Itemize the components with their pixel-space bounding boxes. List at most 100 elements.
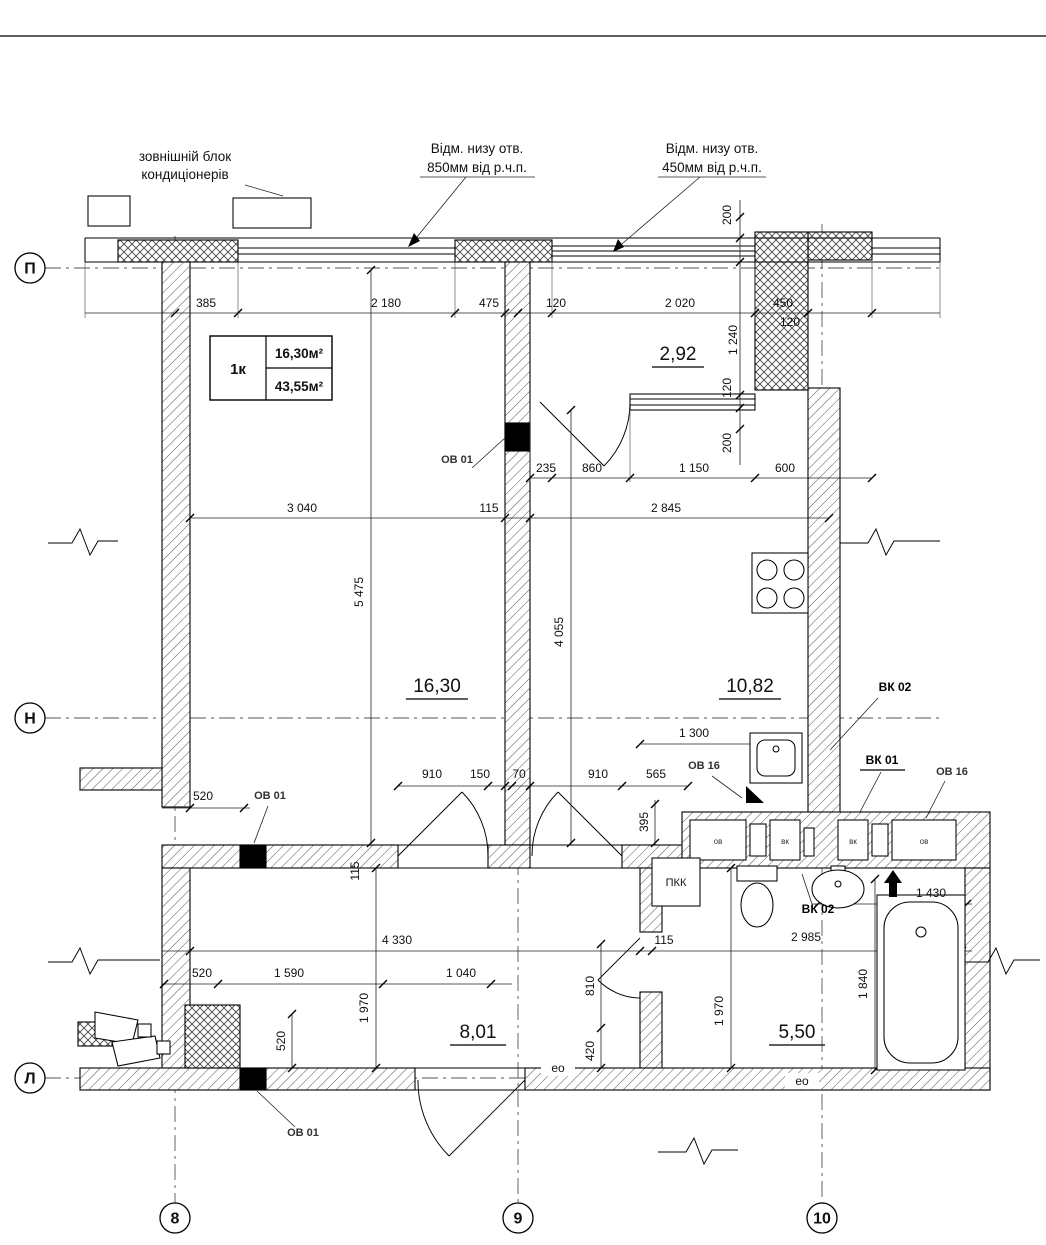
left-exterior-wall [161, 254, 191, 808]
mark-eo: ео [795, 1074, 809, 1088]
vent-label-ov: ов [920, 837, 929, 846]
annotation-850-line2: 850мм від р.ч.п. [427, 160, 527, 175]
dim-label: 1 430 [916, 886, 946, 900]
annotation-450-line2: 450мм від р.ч.п. [662, 160, 762, 175]
interior-wall-axis9 [504, 254, 531, 846]
dim-label: 200 [720, 205, 734, 225]
mark-vk02: ВК 02 [802, 902, 835, 916]
mark-pkk: ПКК [666, 877, 687, 889]
dimension-ticks [159, 212, 972, 1075]
dim-label: 3 040 [287, 501, 317, 515]
axis-row-n: Н [24, 711, 36, 728]
dim-label: 150 [470, 767, 490, 781]
apartment-card: 1к 16,30м² 43,55м² [209, 335, 333, 401]
room-label-kitchen: 10,82 [726, 676, 774, 697]
door-loggia-leaf [539, 401, 605, 467]
bath-partition-lower [639, 991, 663, 1069]
room-label-loggia: 2,92 [660, 344, 697, 365]
dim-label: 4 330 [382, 933, 412, 947]
room-label-bathroom: 5,50 [779, 1022, 816, 1043]
mark-ov01: ОВ 01 [441, 454, 473, 466]
fixtures-layer [87, 195, 966, 1071]
dim-label: 910 [422, 767, 442, 781]
dim-label: 450 [773, 296, 793, 310]
neighbor-fixtures [94, 1011, 171, 1067]
right-lower-wall [964, 867, 991, 1091]
axis-row-p: П [24, 261, 36, 278]
pkk-box [651, 857, 701, 907]
door-bath-arc [597, 979, 641, 999]
vent-duct-2 [239, 844, 267, 869]
dim-label: 520 [192, 966, 212, 980]
loggia-partition-window [629, 393, 756, 411]
dim-label: 1 240 [726, 325, 740, 355]
axis-row-l: Л [24, 1071, 35, 1088]
ac-outdoor-units [87, 195, 312, 229]
dim-label: 115 [479, 501, 498, 515]
dim-label: 1 590 [274, 966, 304, 980]
leader-lines [244, 176, 946, 1128]
dim-label: 115 [654, 933, 673, 947]
axis-col-9: 9 [514, 1211, 523, 1228]
mark-eo: ео [551, 1061, 565, 1075]
vent-duct-3 [239, 1067, 267, 1091]
dim-label: 1 300 [679, 726, 709, 740]
break-mark [958, 946, 1040, 976]
mark-ov01: ОВ 01 [287, 1127, 319, 1139]
washbasin-icon [811, 865, 865, 909]
door-entry-arc [417, 1079, 450, 1157]
dim-label: 5 475 [352, 577, 366, 607]
engineering-labels: ОВ 01 ОВ 01 ОВ 01 ОВ 16 ОВ 16 ВК 01 ВК 0… [141, 454, 968, 1139]
dim-label: 1 970 [712, 996, 726, 1026]
mark-ov16: ОВ 16 [688, 760, 720, 772]
dim-label: 1 840 [856, 969, 870, 999]
corridor-wall-mid [487, 844, 531, 869]
door-kitchen-arc [531, 791, 559, 857]
bathtub-icon [876, 894, 966, 1071]
top-pier-2 [454, 239, 553, 263]
dim-label: 2 020 [665, 296, 695, 310]
windows-layer [84, 237, 941, 411]
stove-icon [751, 552, 809, 614]
right-exterior-wall [807, 387, 841, 846]
vent-label-ov: ов [714, 837, 723, 846]
dim-label: 1 150 [679, 461, 709, 475]
dimension-labels: 385 2 180 475 120 2 020 450 120 200 1 24… [192, 205, 946, 1061]
total-area-value: 43,55м² [275, 379, 324, 394]
room-labels: 2,92 16,30 10,82 8,01 5,50 [406, 344, 825, 1046]
mark-ov01: ОВ 01 [254, 790, 286, 802]
apartment-type: 1к [230, 361, 246, 378]
dim-label: 120 [546, 296, 566, 310]
annotations-layer: зовнішній блок кондиціонерів Відм. низу … [139, 141, 762, 182]
vent-label-vk: вк [141, 1028, 147, 1035]
dim-label: 200 [720, 433, 734, 453]
dim-label: 4 055 [552, 617, 566, 647]
dim-label: 120 [720, 378, 734, 398]
dim-label: 810 [583, 976, 597, 996]
dim-label: 520 [274, 1031, 288, 1051]
break-mark [658, 1136, 738, 1166]
dim-label: 910 [588, 767, 608, 781]
kitchen-sink-icon [749, 732, 803, 784]
dim-label: 2 845 [651, 501, 681, 515]
break-mark [48, 946, 160, 976]
dim-label: 2 985 [791, 930, 821, 944]
room-label-living: 16,30 [413, 676, 461, 697]
door-entry-leaf [448, 1079, 526, 1157]
room-label-hallway: 8,01 [460, 1022, 497, 1043]
vent-duct-1 [504, 422, 531, 452]
dim-label: 1 040 [446, 966, 476, 980]
door-living-leaf [397, 791, 463, 857]
doors-layer [48, 401, 1040, 1166]
dim-label: 600 [775, 461, 795, 475]
door-living-arc [461, 791, 489, 857]
door-loggia-arc [603, 401, 631, 467]
dim-label: 385 [196, 296, 216, 310]
dim-label: 1 970 [357, 993, 371, 1023]
dim-label: 2 180 [371, 296, 401, 310]
annotation-450-line1: Відм. низу отв. [666, 141, 759, 156]
axis-col-8: 8 [171, 1211, 180, 1228]
mark-vk02: ВК 02 [879, 680, 912, 694]
vent-label-vk: вк [849, 837, 857, 846]
corridor-wall-left [161, 844, 399, 869]
